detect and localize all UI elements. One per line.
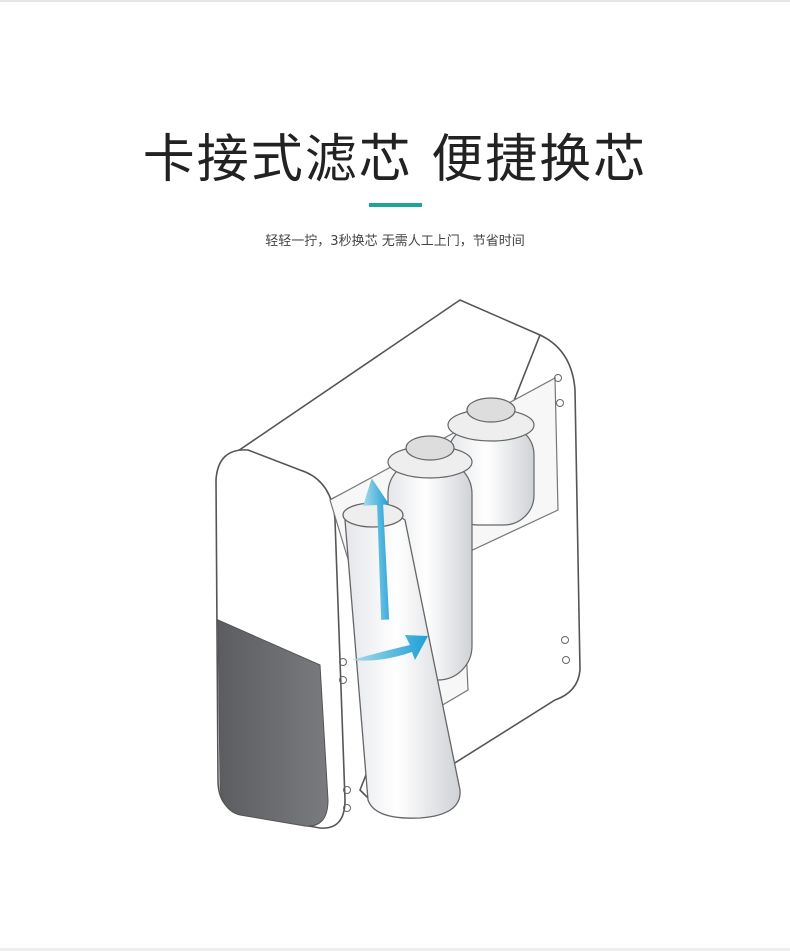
bottom-divider bbox=[0, 948, 790, 951]
screw-holes bbox=[339, 374, 570, 812]
page-title: 卡接式滤芯 便捷换芯 bbox=[142, 130, 648, 190]
subtitle: 轻轻一拧，3秒换芯 无需人工上门，节省时间 bbox=[265, 234, 525, 249]
dark-lower-panel bbox=[217, 619, 329, 827]
top-divider bbox=[0, 0, 790, 2]
up-arrow-icon bbox=[363, 478, 390, 620]
accent-bar bbox=[369, 203, 422, 207]
rotate-arrow-icon bbox=[352, 635, 428, 661]
